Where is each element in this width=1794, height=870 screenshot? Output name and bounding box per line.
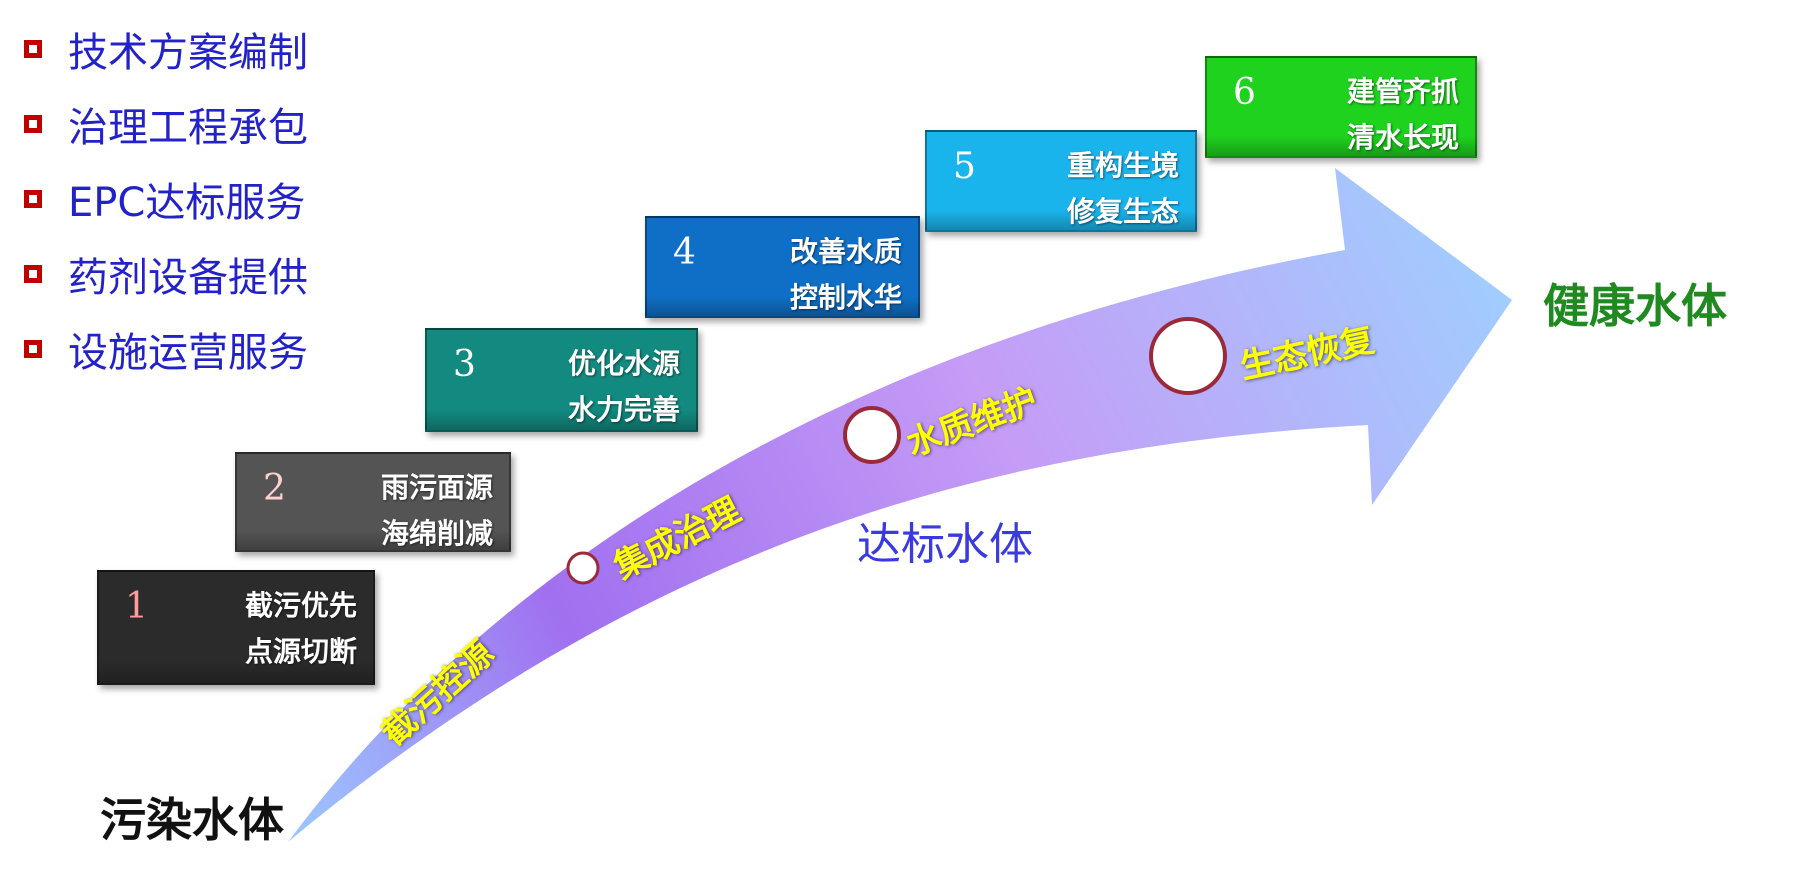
- service-item: EPC达标服务: [24, 174, 305, 226]
- service-item: 设施运营服务: [24, 324, 308, 376]
- step-box-2: 2 雨污面源 海绵削减: [235, 452, 511, 552]
- service-label: 设施运营服务: [68, 330, 308, 376]
- service-label: 治理工程承包: [68, 105, 308, 151]
- step-title: 重构生境: [1066, 149, 1179, 182]
- step-box-1: 1 截污优先 点源切断: [97, 570, 375, 685]
- step-number: 1: [125, 586, 148, 627]
- square-bullet-icon: [24, 265, 42, 283]
- square-bullet-icon: [24, 40, 42, 58]
- service-item: 治理工程承包: [24, 99, 308, 151]
- step-box-4: 4 改善水质 控制水华: [645, 216, 920, 318]
- step-subtitle: 水力完善: [567, 393, 680, 426]
- service-label: 技术方案编制: [68, 30, 308, 76]
- service-item: 药剂设备提供: [24, 249, 308, 301]
- step-box-5: 5 重构生境 修复生态: [925, 130, 1197, 232]
- step-subtitle: 控制水华: [789, 281, 902, 314]
- square-bullet-icon: [24, 115, 42, 133]
- step-title: 改善水质: [789, 235, 902, 268]
- service-label: EPC达标服务: [68, 180, 306, 226]
- step-subtitle: 点源切断: [244, 635, 357, 668]
- square-bullet-icon: [24, 340, 42, 358]
- step-box-3: 3 优化水源 水力完善: [425, 328, 698, 432]
- step-title: 截污优先: [244, 589, 357, 622]
- step-number: 2: [263, 468, 286, 509]
- square-bullet-icon: [24, 190, 42, 208]
- step-title: 雨污面源: [380, 471, 493, 504]
- step-box-6: 6 建管齐抓 清水长现: [1205, 56, 1477, 158]
- stage-marker-3: [1149, 317, 1227, 395]
- step-title: 优化水源: [567, 347, 680, 380]
- step-number: 4: [673, 232, 696, 273]
- step-number: 6: [1233, 72, 1256, 113]
- step-number: 5: [953, 146, 976, 187]
- service-item: 技术方案编制: [24, 24, 308, 76]
- end-label: 健康水体: [1543, 279, 1727, 333]
- step-subtitle: 清水长现: [1346, 121, 1459, 154]
- service-label: 药剂设备提供: [68, 255, 308, 301]
- stage-marker-1: [566, 551, 600, 585]
- start-label: 污染水体: [100, 793, 284, 847]
- stage-marker-2: [843, 406, 901, 464]
- middle-label: 达标水体: [857, 519, 1033, 570]
- step-subtitle: 修复生态: [1066, 195, 1179, 228]
- step-number: 3: [453, 344, 476, 385]
- step-title: 建管齐抓: [1346, 75, 1459, 108]
- step-subtitle: 海绵削减: [380, 517, 493, 550]
